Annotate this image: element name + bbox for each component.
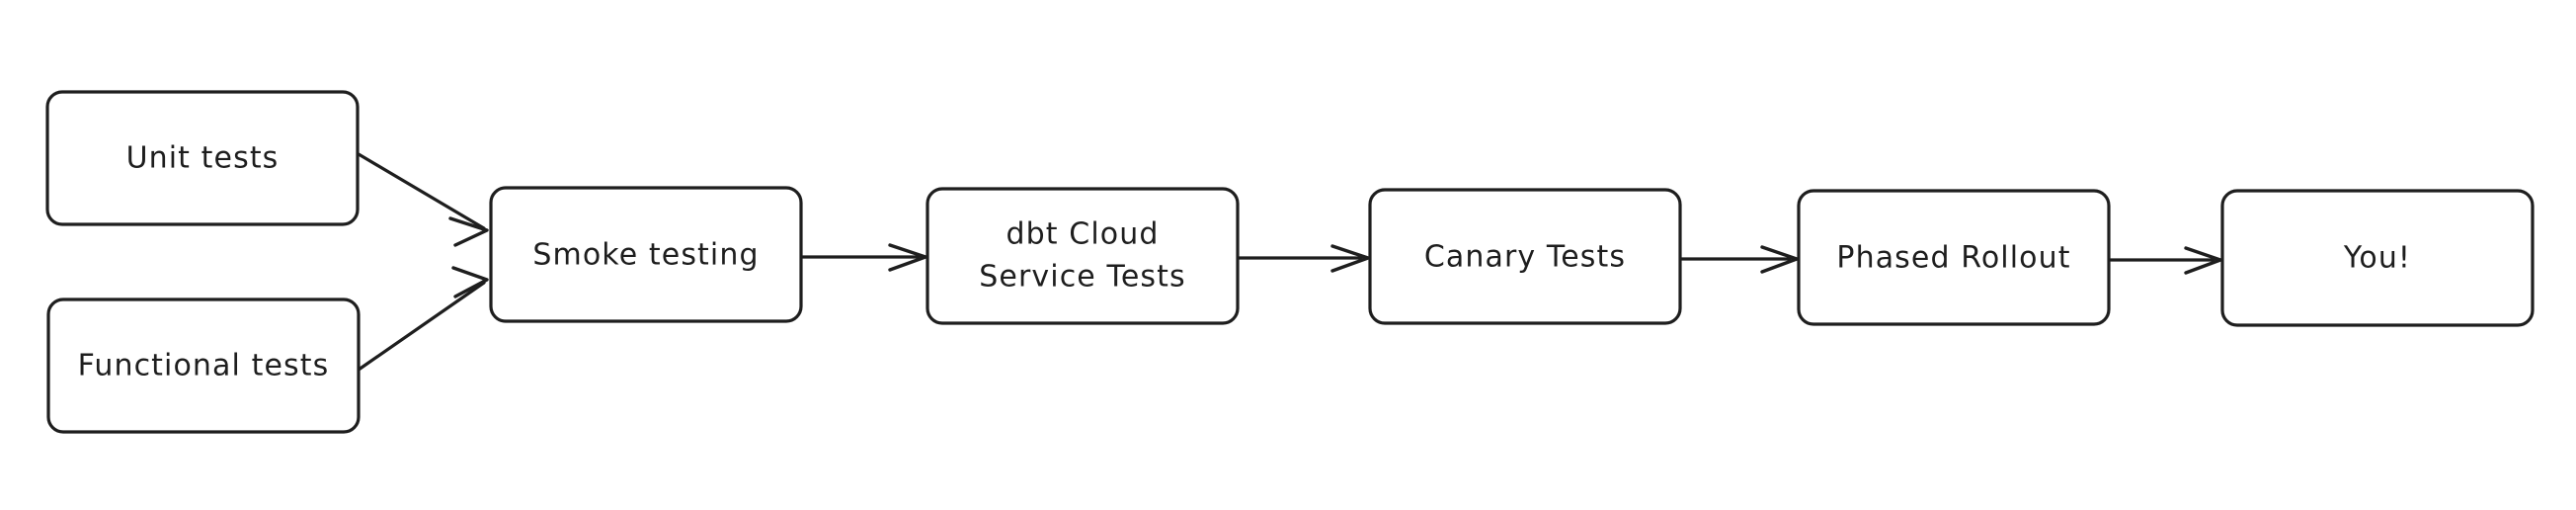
node-functional-tests[interactable]: Functional tests xyxy=(46,298,361,434)
edge-functional-to-smoke[interactable] xyxy=(357,266,489,372)
node-you-box[interactable] xyxy=(2220,189,2535,327)
node-smoke-testing[interactable]: Smoke testing xyxy=(489,186,803,323)
node-phased-rollout[interactable]: Phased Rollout xyxy=(1797,189,2111,326)
node-canary-tests-label: Canary Tests xyxy=(1424,240,1626,275)
edge-smoke-to-dbt[interactable] xyxy=(800,243,927,272)
edge-dbt-to-canary[interactable] xyxy=(1237,244,1370,273)
node-functional-tests-label: Functional tests xyxy=(78,349,330,383)
edge-phased-to-you[interactable] xyxy=(2109,246,2222,275)
node-unit-tests-box[interactable] xyxy=(45,90,360,226)
node-canary-tests[interactable]: Canary Tests xyxy=(1368,188,1682,325)
node-smoke-testing-label: Smoke testing xyxy=(532,238,759,273)
node-you-label: You! xyxy=(2343,241,2411,276)
node-unit-tests[interactable]: Unit tests xyxy=(45,90,360,226)
node-you[interactable]: You! xyxy=(2220,189,2535,327)
edges-layer xyxy=(357,152,2222,372)
node-dbt-cloud-service-tests-label-line2: Service Tests xyxy=(979,260,1185,295)
edge-canary-to-phased[interactable] xyxy=(1679,245,1799,274)
node-dbt-cloud-service-tests-box[interactable] xyxy=(926,187,1240,325)
node-phased-rollout-label: Phased Rollout xyxy=(1836,241,2070,276)
node-dbt-cloud-service-tests-label-line1: dbt Cloud xyxy=(1006,217,1160,252)
node-smoke-testing-box[interactable] xyxy=(489,186,803,323)
node-unit-tests-label: Unit tests xyxy=(126,141,280,176)
node-phased-rollout-box[interactable] xyxy=(1797,189,2111,326)
node-dbt-cloud-service-tests[interactable]: dbt Cloud Service Tests xyxy=(926,187,1240,325)
nodes-layer: Unit tests Functional tests Smoke testin… xyxy=(45,90,2535,434)
node-functional-tests-box[interactable] xyxy=(46,298,361,434)
edge-unit-to-smoke[interactable] xyxy=(357,152,489,247)
node-canary-tests-box[interactable] xyxy=(1368,188,1682,325)
